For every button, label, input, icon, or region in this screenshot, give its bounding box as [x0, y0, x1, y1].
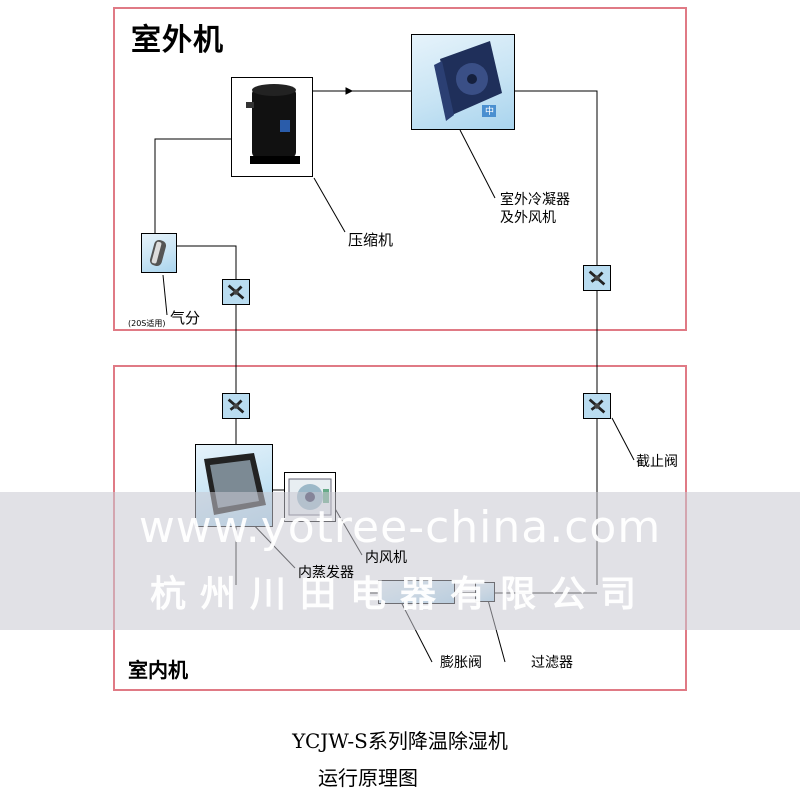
outdoor-unit-title: 室外机 [131, 23, 224, 58]
separator-label: 气分 [170, 309, 201, 327]
cutoff-valve-icon [583, 265, 611, 291]
watermark-url: www.yotree-china.com [138, 502, 662, 553]
expansion-valve-label: 膨胀阀 [440, 655, 482, 671]
condenser-label-line2: 及外风机 [500, 210, 556, 226]
cutoff-valve-icon [222, 393, 250, 419]
separator-image [141, 233, 177, 273]
separator-note: (20S适用) [128, 319, 166, 328]
condenser-badge: 中 [485, 107, 495, 117]
cutoff-valve-icon [222, 279, 250, 305]
evaporator-label: 内蒸发器 [298, 565, 354, 581]
indoor-unit-title: 室内机 [128, 658, 188, 682]
watermark-band [0, 492, 800, 630]
cutoff-valve-icon [583, 393, 611, 419]
compressor-label: 压缩机 [348, 231, 394, 249]
cutoff-valve-label: 截止阀 [636, 454, 678, 470]
watermark-company: 杭州川田电器有限公司 [149, 574, 650, 615]
condenser-image: 中 [411, 34, 515, 130]
caption-subtitle: 运行原理图 [318, 766, 418, 790]
filter-label: 过滤器 [531, 655, 573, 671]
condenser-label-line1: 室外冷凝器 [500, 192, 570, 208]
compressor-image [231, 77, 313, 177]
indoor-fan-label: 内风机 [365, 550, 407, 566]
caption-title: YCJW-S系列降温除湿机 [292, 729, 508, 753]
outdoor-unit-frame [113, 7, 687, 331]
